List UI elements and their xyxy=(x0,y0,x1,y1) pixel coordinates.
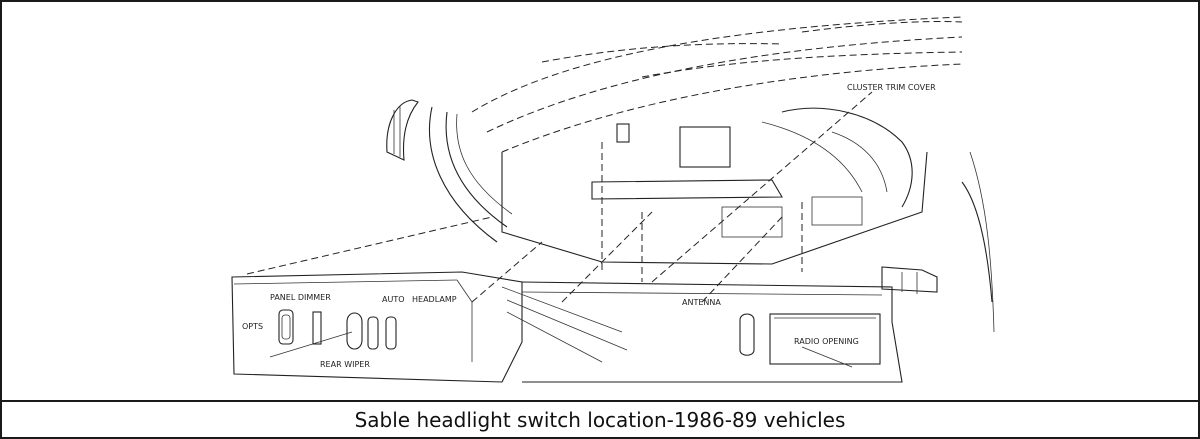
label-panel-dimmer: PANEL DIMMER xyxy=(270,293,331,302)
label-headlamp: HEADLAMP xyxy=(412,295,457,304)
instrument-cluster-housing xyxy=(501,107,928,282)
dash-top-outline xyxy=(471,16,963,153)
switch-cluster xyxy=(278,309,881,365)
label-auto: AUTO xyxy=(382,295,405,304)
label-radio-opening: RADIO OPENING xyxy=(794,337,859,346)
right-bracket xyxy=(881,151,995,333)
dashboard-line-drawing: CLUSTER TRIM COVER PANEL DIMMER AUTO HEA… xyxy=(231,16,995,383)
diagram-area: CLUSTER TRIM COVER PANEL DIMMER AUTO HEA… xyxy=(2,2,1198,402)
label-opts: OPTS xyxy=(242,322,263,331)
label-cluster-trim-cover: CLUSTER TRIM COVER xyxy=(847,83,936,92)
leader-lines xyxy=(246,91,873,368)
left-vent-pod xyxy=(386,99,513,243)
label-rear-wiper: REAR WIPER xyxy=(320,360,370,369)
lower-trim-panel xyxy=(231,271,903,383)
figure-caption: Sable headlight switch location-1986-89 … xyxy=(354,407,846,432)
label-antenna: ANTENNA xyxy=(682,298,721,307)
